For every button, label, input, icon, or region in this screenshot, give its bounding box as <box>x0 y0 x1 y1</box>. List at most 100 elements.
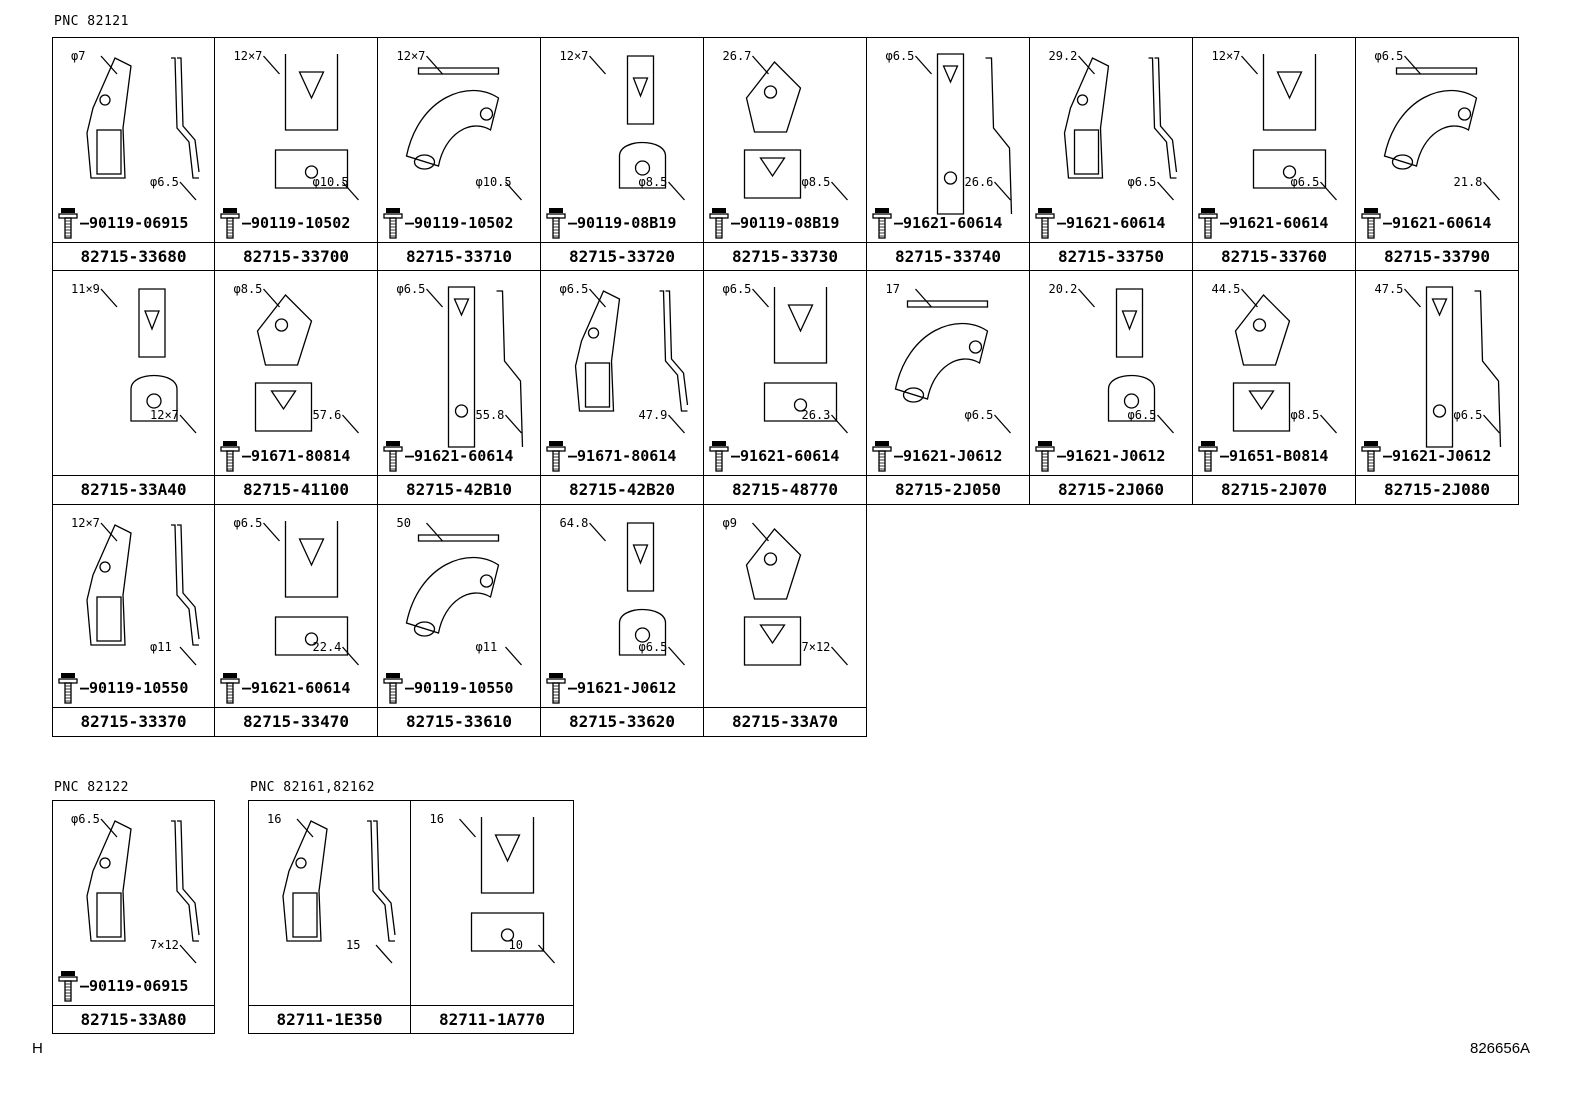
bracket-drawing: φ6.522.4 <box>234 516 359 666</box>
part-number: 82715-33610 <box>378 707 540 737</box>
fastener-number: —91621-60614 <box>242 679 351 697</box>
part-number: 82715-33720 <box>541 242 703 272</box>
corner-label-left: H <box>32 1040 43 1057</box>
dimension-label: 26.6 <box>965 175 994 189</box>
fastener-label: —90119-10550 <box>382 671 513 705</box>
dimension-label: φ7 <box>71 49 85 63</box>
bolt-icon <box>1198 441 1218 472</box>
bracket-drawing: 12×7φ8.5 <box>560 49 685 201</box>
fastener-number: —90119-06915 <box>80 977 189 995</box>
bracket-outline <box>86 524 132 646</box>
part-number: 82715-48770 <box>704 475 866 505</box>
bracket-drawing: φ6.5 55.8 <box>397 282 524 448</box>
bolt-icon <box>383 208 403 239</box>
fastener-label: —90119-08B19 <box>545 206 676 240</box>
bolt-icon <box>1361 441 1381 472</box>
dimension-label: 16 <box>267 812 281 826</box>
dimension-label: φ8.5 <box>234 282 263 296</box>
bracket-outline <box>1063 57 1110 179</box>
bolt-icon <box>1361 208 1381 239</box>
bracket-drawing: 12×7 φ10.5 <box>397 49 522 201</box>
dimension-label: φ6.5 <box>1454 408 1483 422</box>
dimension-label: φ6.5 <box>397 282 426 296</box>
dimension-label: 26.7 <box>723 49 752 63</box>
dimension-label: 20.2 <box>1049 282 1078 296</box>
dimension-label: 12×7 <box>397 49 426 63</box>
fastener-label: —90119-06915 <box>57 206 188 240</box>
bracket-drawing: φ6.521.8 <box>1375 49 1500 201</box>
part-number: 82715-2J060 <box>1030 475 1192 505</box>
dimension-label: φ10.5 <box>313 175 349 189</box>
dimension-label: 55.8 <box>476 408 505 422</box>
bracket-drawing: 12×7 φ6.5 <box>1212 49 1337 201</box>
dimension-label: φ6.5 <box>150 175 179 189</box>
dimension-label: 15 <box>346 938 360 952</box>
bolt-icon <box>872 441 892 472</box>
dimension-label: 12×7 <box>234 49 263 63</box>
dimension-label: 7×12 <box>802 640 831 654</box>
part-number: 82715-33710 <box>378 242 540 272</box>
dimension-label: φ10.5 <box>476 175 512 189</box>
bracket-drawing: 26.7 φ8.5 <box>723 49 848 201</box>
dimension-label: φ6.5 <box>1291 175 1320 189</box>
dimension-label: 11×9 <box>71 282 100 296</box>
dimension-label: 17 <box>886 282 900 296</box>
fastener-number: —90119-08B19 <box>568 214 677 232</box>
part-number: 82715-2J080 <box>1356 475 1518 505</box>
part-number: 82715-33750 <box>1030 242 1192 272</box>
dimension-label: 7×12 <box>150 938 179 952</box>
fastener-label: —91671-80814 <box>219 439 350 473</box>
bracket-outline <box>282 820 328 942</box>
dimension-label: φ6.5 <box>1128 408 1157 422</box>
bolt-icon <box>1035 441 1055 472</box>
dimension-label: 12×7 <box>1212 49 1241 63</box>
dimension-label: 47.5 <box>1375 282 1404 296</box>
fastener-number: —90119-08B19 <box>731 214 840 232</box>
fastener-number: —91621-60614 <box>1220 214 1329 232</box>
bolt-icon <box>220 208 240 239</box>
bracket-outline <box>86 57 132 179</box>
part-number: 82715-2J050 <box>867 475 1029 505</box>
fastener-label: —91621-60614 <box>219 671 350 705</box>
dimension-label: φ6.5 <box>886 49 915 63</box>
fastener-number: —91671-80814 <box>242 447 351 465</box>
bracket-drawing: 64.8φ6.5 <box>560 516 685 666</box>
fastener-label: —91621-J0612 <box>871 439 1002 473</box>
part-number: 82715-41100 <box>215 475 377 505</box>
dimension-label: φ8.5 <box>802 175 831 189</box>
dimension-label: φ8.5 <box>1291 408 1320 422</box>
bolt-icon <box>546 673 566 704</box>
bolt-icon <box>58 971 78 1002</box>
fastener-label: —90119-10502 <box>219 206 350 240</box>
